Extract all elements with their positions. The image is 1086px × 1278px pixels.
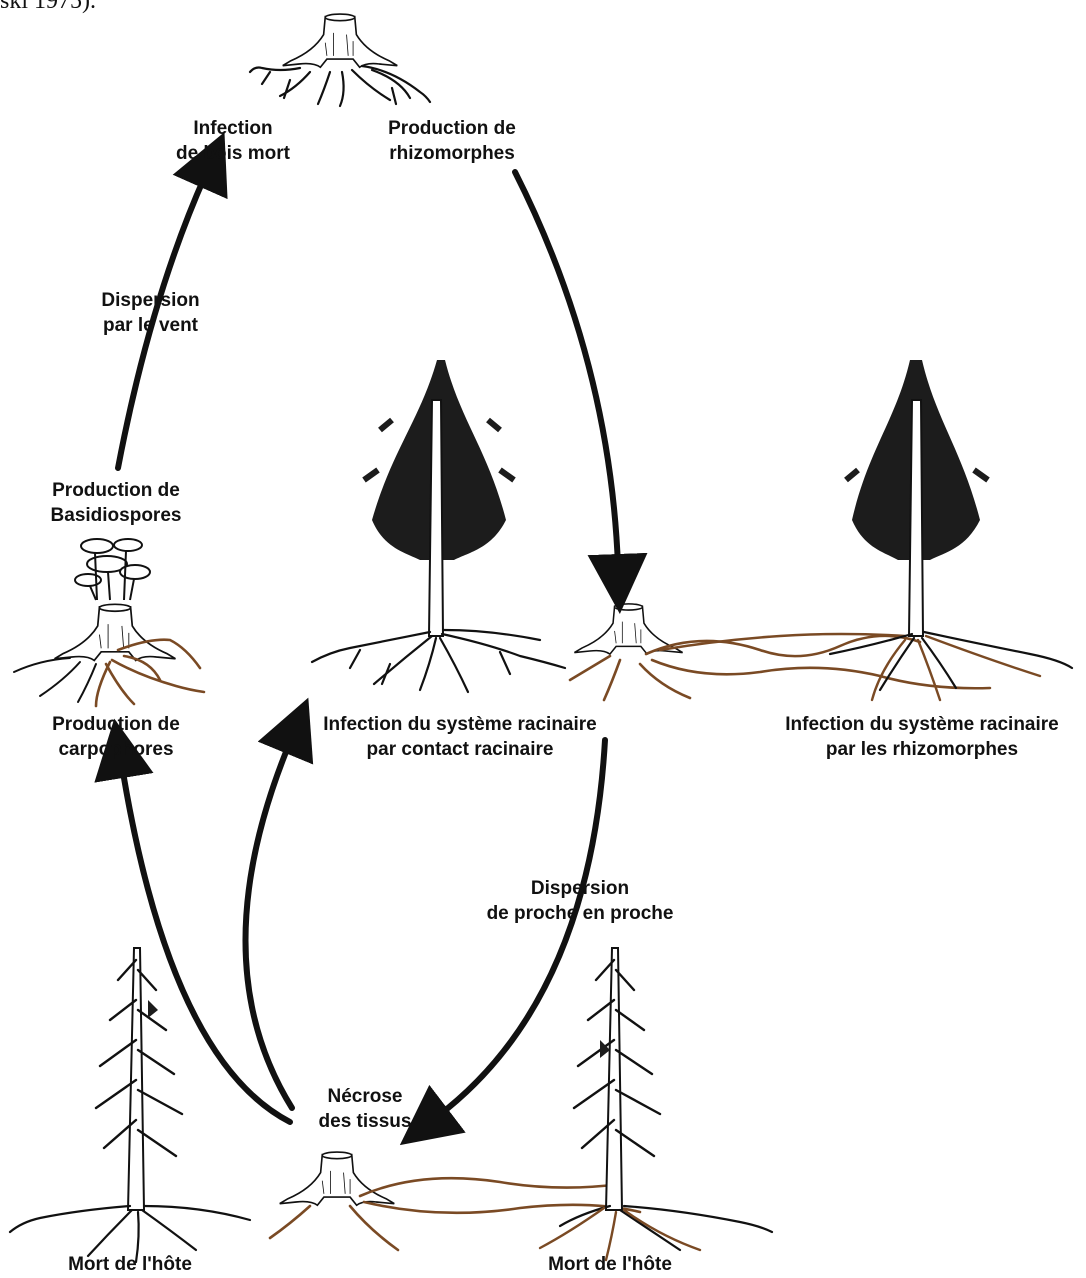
stump-icon (14, 604, 204, 706)
arrow-icon (515, 172, 618, 566)
stump-icon (570, 604, 990, 700)
arrow-icon (438, 740, 605, 1116)
stump-icon (250, 14, 430, 106)
label-mort-hote-left: Mort de l'hôte (40, 1252, 220, 1277)
conifer-tree-icon (830, 360, 1072, 700)
dead-tree-icon (540, 948, 772, 1260)
dead-tree-icon (10, 948, 250, 1262)
arrow-icon (245, 742, 292, 1108)
mushroom-cluster-icon (75, 539, 150, 600)
conifer-tree-icon (312, 360, 565, 692)
label-mort-hote-right: Mort de l'hôte (520, 1252, 700, 1277)
stump-icon (270, 1152, 640, 1250)
